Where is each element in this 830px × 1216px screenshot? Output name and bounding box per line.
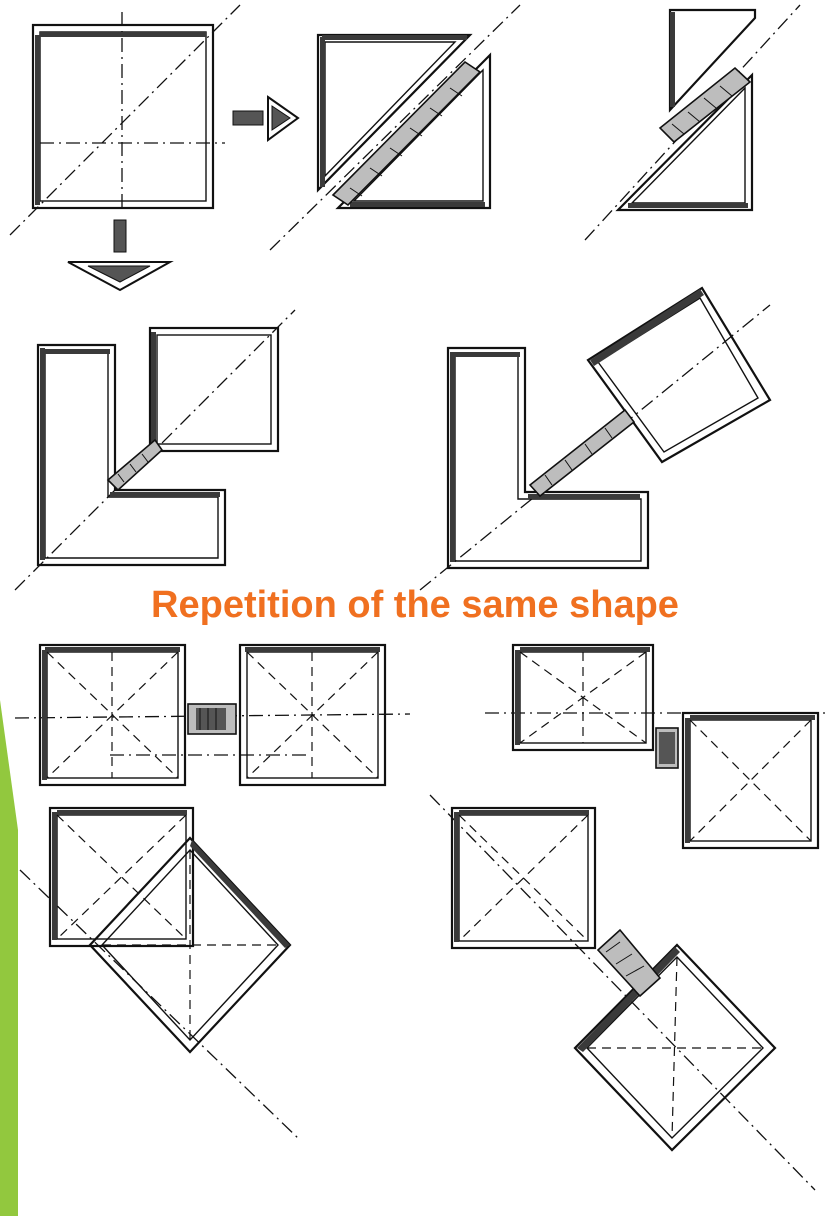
sketch-overlapping-rotated-squares [20,755,310,1140]
sketch-square-with-axes [10,5,240,235]
accent-bar [0,700,18,1216]
sketch-l-shape-with-square [15,310,295,590]
sketch-square-split-diagonal [270,5,520,250]
sketch-two-squares-offset [485,645,825,848]
sketch-square-linked-rotated-square [430,795,815,1190]
caption-title: Repetition of the same shape [0,582,830,628]
arrow-right-icon [233,97,298,140]
sketch-two-squares-aligned [15,645,410,785]
sketch-l-shape-with-rotated-square [420,288,770,590]
arrow-down-icon [68,220,170,290]
sketch-triangles-shifted [585,5,800,240]
